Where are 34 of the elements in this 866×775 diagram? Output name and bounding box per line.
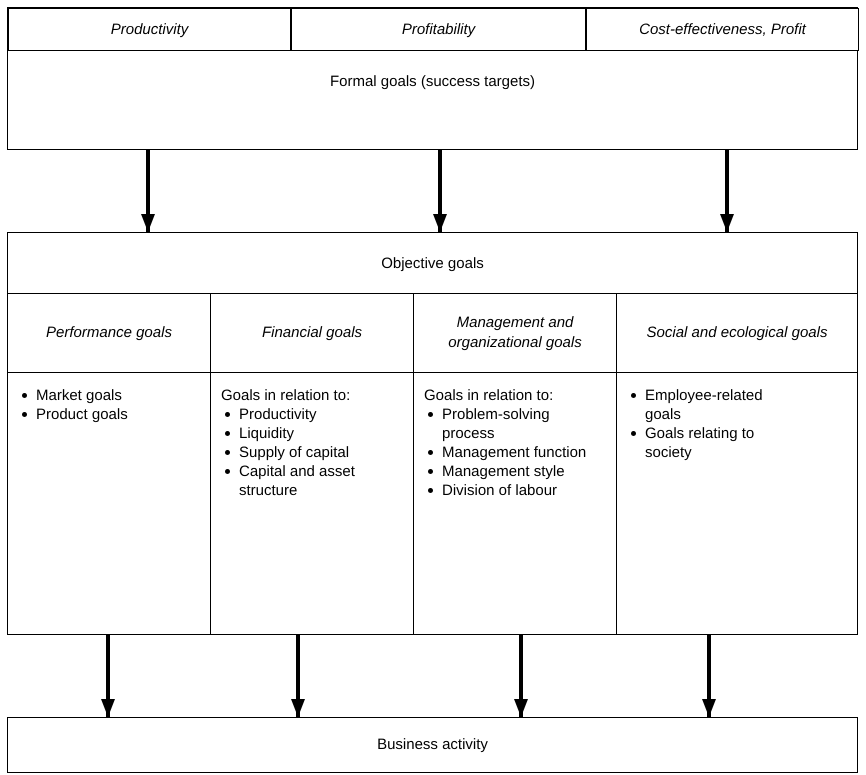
intro-text: Goals in relation to: xyxy=(424,386,554,405)
cell-heading: Cost-effectiveness, Profit xyxy=(639,20,806,40)
arrow xyxy=(291,635,305,717)
list-item: Market goals xyxy=(36,387,122,404)
cell-heading: Profitability xyxy=(402,20,476,40)
list-item: Management style xyxy=(442,463,565,480)
list-item: Supply of capital xyxy=(239,444,350,461)
arrow xyxy=(720,150,734,232)
arrow xyxy=(702,635,716,717)
list-item: Employee-related goals xyxy=(645,387,763,423)
arrow xyxy=(101,635,115,717)
column-heading: Performance goals xyxy=(46,323,172,343)
intro-text: Goals in relation to: xyxy=(221,386,352,405)
process-box xyxy=(7,717,858,773)
box-title: Formal goals (success targets) xyxy=(330,72,536,92)
list-item: Liquidity xyxy=(239,425,294,442)
box-title: Objective goals xyxy=(381,254,484,274)
column-heading: Financial goals xyxy=(262,323,362,343)
list-item: Problem-solving process xyxy=(442,406,550,442)
arrow xyxy=(141,150,155,232)
cell-heading: Productivity xyxy=(110,20,188,40)
column-heading: Management and organizational goals xyxy=(447,313,583,353)
list-item: Capital and asset structure xyxy=(239,463,355,499)
list-item: Management function xyxy=(442,444,586,461)
column-heading: Social and ecological goals xyxy=(646,323,828,343)
process-box xyxy=(7,232,858,635)
list-item: Productivity xyxy=(239,406,317,423)
arrow xyxy=(514,635,528,717)
arrow xyxy=(433,150,447,232)
list-item: Goals relating to society xyxy=(645,425,754,461)
box-title: Business activity xyxy=(377,735,488,755)
list-item: Division of labour xyxy=(442,482,558,499)
list-item: Product goals xyxy=(36,406,128,423)
process-box xyxy=(7,7,858,150)
